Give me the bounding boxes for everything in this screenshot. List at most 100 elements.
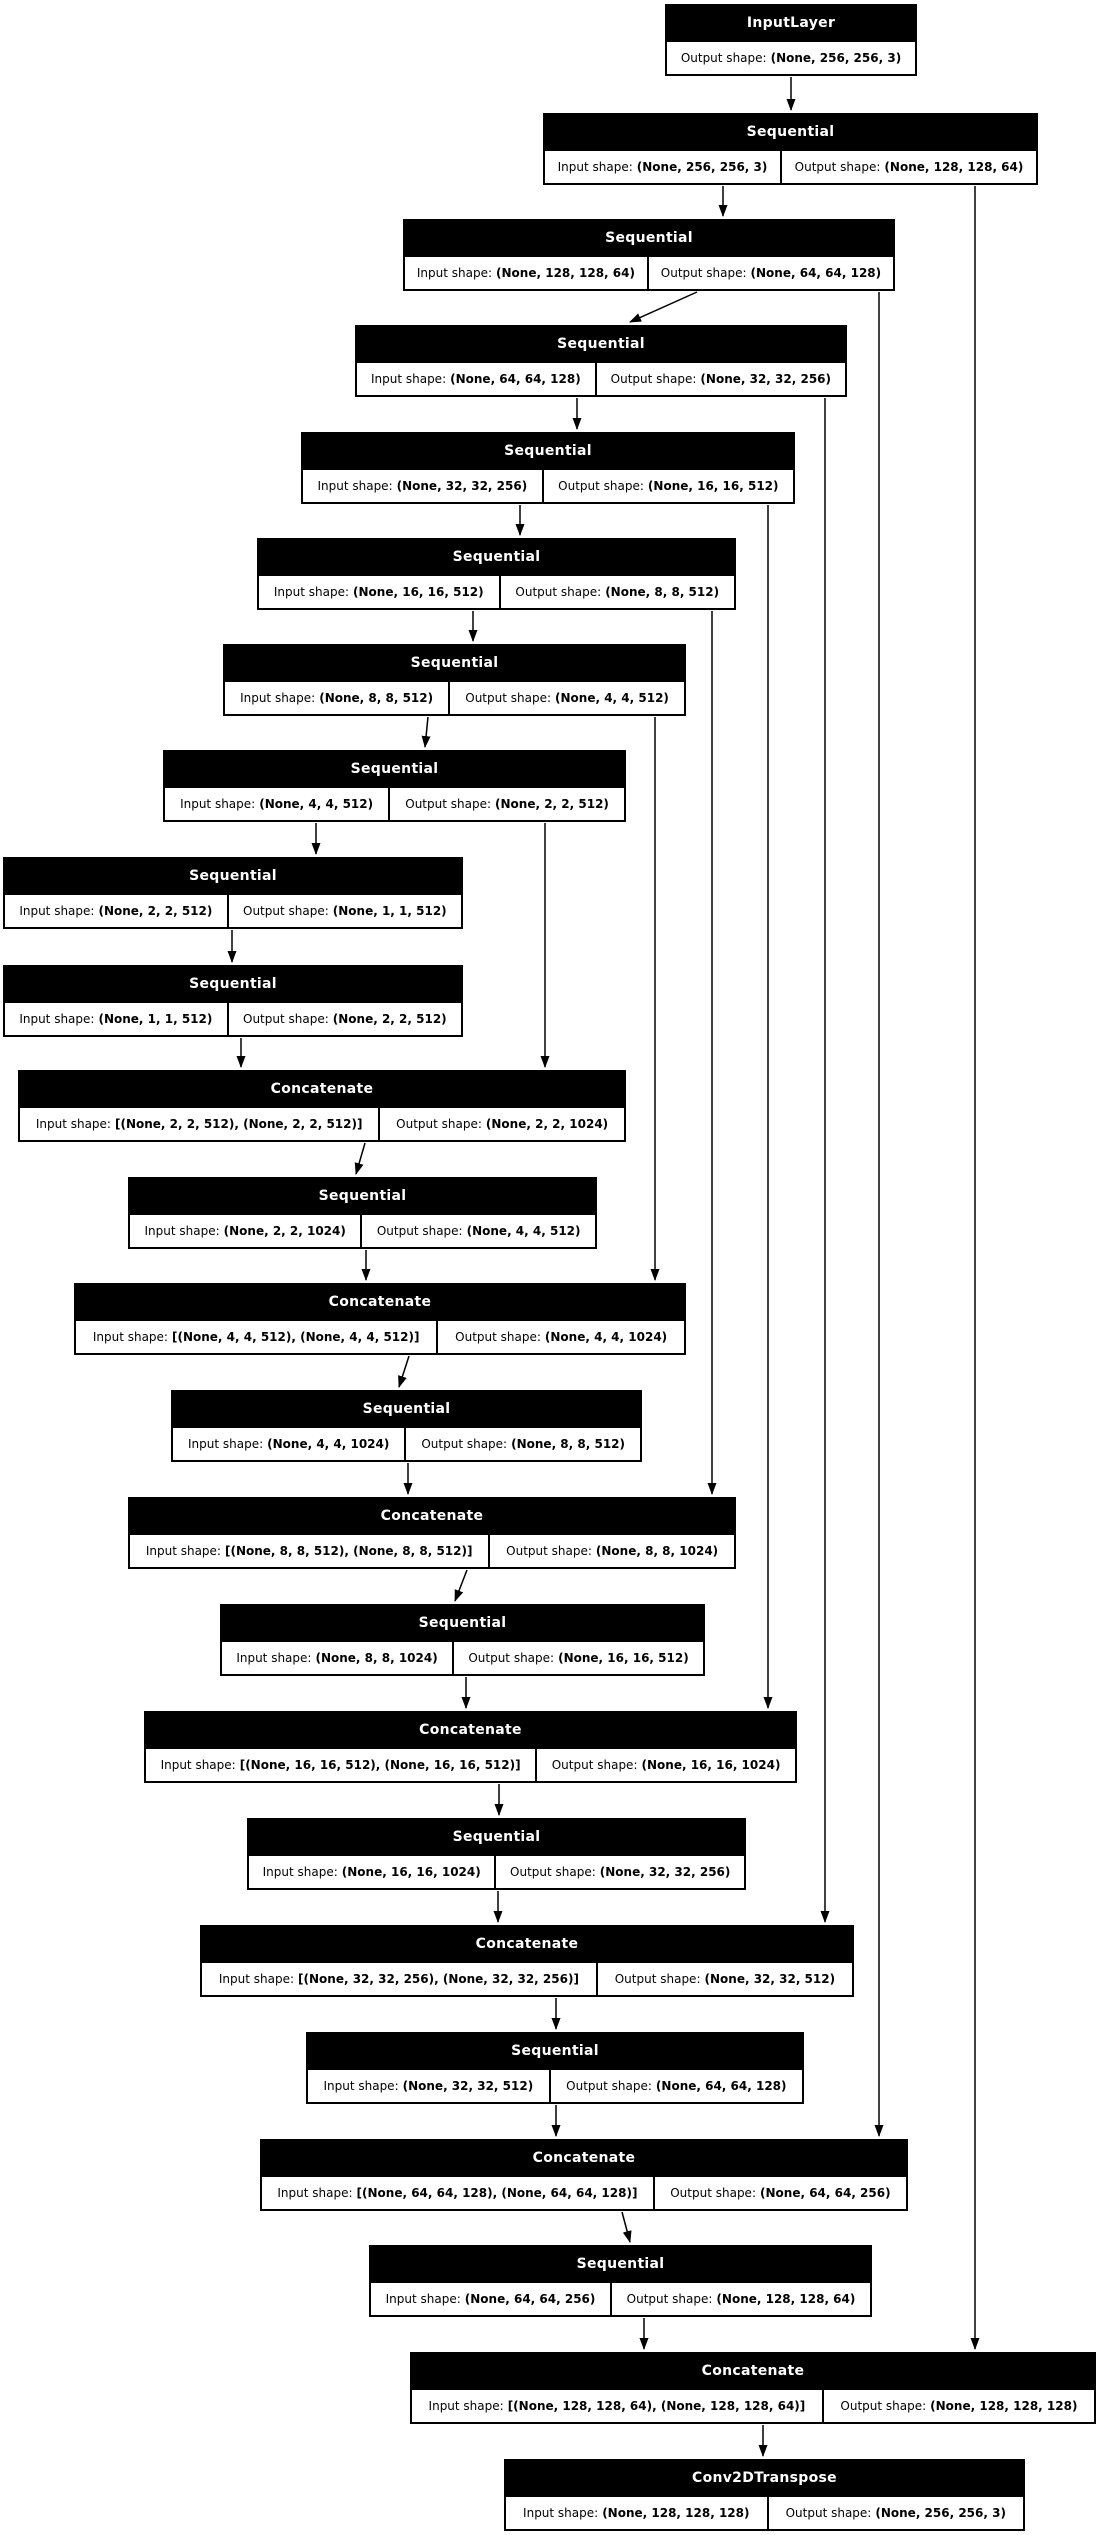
layer-title: Sequential <box>418 1615 507 1631</box>
shape-cells: Input shape:[(None, 2, 2, 512), (None, 2… <box>20 1106 624 1140</box>
layer-title: Sequential <box>511 2043 599 2059</box>
shape-value: (None, 16, 16, 1024) <box>341 1865 481 1879</box>
shape-value: (None, 8, 8, 1024) <box>315 1651 438 1665</box>
input-shape-cell: Input shape:(None, 1, 1, 512) <box>5 1003 227 1035</box>
shape-cells: Input shape:[(None, 128, 128, 64), (None… <box>412 2388 1094 2422</box>
shape-value: [(None, 4, 4, 512), (None, 4, 4, 512)] <box>171 1330 420 1344</box>
shape-value: (None, 128, 128, 64) <box>716 2292 856 2306</box>
input-shape-cell: Input shape:[(None, 2, 2, 512), (None, 2… <box>20 1108 379 1140</box>
shape-cells: Input shape:(None, 2, 2, 512) Output shap… <box>5 893 461 927</box>
layer-title: Concatenate <box>328 1294 432 1310</box>
shape-label: Output shape: <box>794 160 881 174</box>
shape-value: (None, 64, 64, 128) <box>655 2079 787 2093</box>
shape-label: Output shape: <box>610 372 697 386</box>
layer-title: Concatenate <box>419 1722 522 1738</box>
shape-label: Input shape: <box>35 1117 111 1131</box>
output-shape-cell: Output shape:(None, 16, 16, 512) <box>543 470 793 502</box>
layer-title: Sequential <box>189 976 277 992</box>
shape-cells: Input shape:(None, 4, 4, 1024)Output sha… <box>173 1426 640 1460</box>
shape-value: (None, 4, 4, 512) <box>466 1224 581 1238</box>
shape-label: Output shape: <box>243 904 329 918</box>
output-shape-cell: Output shape:(None, 8, 8, 1024) <box>490 1535 734 1567</box>
shape-cells: Input shape:[(None, 32, 32, 256), (None,… <box>202 1961 852 1995</box>
shape-label: Input shape: <box>19 904 95 918</box>
shape-label: Input shape: <box>416 266 493 280</box>
shape-cells: Input shape:[(None, 4, 4, 512), (None, 4… <box>76 1319 684 1353</box>
edge-n15-n16 <box>454 1569 468 1602</box>
input-shape-cell: Input shape:[(None, 64, 64, 128), (None,… <box>262 2177 653 2209</box>
shape-label: Input shape: <box>218 1972 295 1986</box>
shape-value: (None, 4, 4, 1024) <box>544 1330 668 1344</box>
shape-label: Input shape: <box>187 1437 264 1451</box>
shape-cells: Input shape:(None, 128, 128, 128)Output … <box>506 2495 1023 2529</box>
shape-value: (None, 128, 128, 64) <box>496 266 635 280</box>
output-shape-cell: Output shape:(None, 2, 2, 512) <box>228 1003 461 1035</box>
layer-title: Conv2DTranspose <box>692 2470 837 2486</box>
layer-title: Sequential <box>557 336 645 352</box>
shape-value: (None, 128, 128, 64) <box>884 160 1024 174</box>
layer-title: Sequential <box>452 549 541 565</box>
shape-cells: Output shape:(None, 256, 256, 3) <box>667 40 915 74</box>
input-shape-cell: Input shape:[(None, 4, 4, 512), (None, 4… <box>76 1321 437 1353</box>
shape-cells: Input shape:(None, 64, 64, 256)Output sh… <box>371 2281 870 2315</box>
shape-cells: Input shape:(None, 64, 64, 128)Output sh… <box>357 361 845 395</box>
layer-title: Sequential <box>576 2256 665 2272</box>
shape-label: Output shape: <box>506 1544 592 1558</box>
shape-value: [(None, 64, 64, 128), (None, 64, 64, 128… <box>356 2186 638 2200</box>
shape-label: Output shape: <box>405 797 492 811</box>
shape-label: Input shape: <box>385 2292 461 2306</box>
shape-cells: Input shape:(None, 2, 2, 1024)Output sha… <box>130 1213 595 1247</box>
output-shape-cell: Output shape:(None, 16, 16, 1024) <box>537 1749 795 1781</box>
output-shape-cell: Output shape:(None, 32, 32, 256) <box>596 363 845 395</box>
shape-value: (None, 32, 32, 256) <box>700 372 832 386</box>
shape-label: Input shape: <box>428 2399 504 2413</box>
layer-title: Sequential <box>350 761 439 777</box>
shape-value: [(None, 8, 8, 512), (None, 8, 8, 512)] <box>224 1544 473 1558</box>
layer-title: Concatenate <box>532 2150 636 2166</box>
layer-title: Sequential <box>504 443 592 459</box>
shape-label: Output shape: <box>660 266 747 280</box>
edge-n3-n4 <box>629 291 698 323</box>
shape-cells: Input shape:(None, 32, 32, 256)Output sh… <box>303 468 793 502</box>
shape-cells: Input shape:(None, 8, 8, 1024)Output sha… <box>222 1640 703 1674</box>
shape-label: Input shape: <box>160 1758 236 1772</box>
shape-label: Input shape: <box>323 2079 399 2093</box>
output-shape-cell: Output shape:(None, 256, 256, 3) <box>768 2497 1023 2529</box>
output-shape-cell: Output shape:(None, 8, 8, 512) <box>500 576 734 608</box>
input-shape-cell: Input shape:(None, 2, 2, 512) <box>5 895 227 927</box>
input-shape-cell: Input shape:[(None, 32, 32, 256), (None,… <box>202 1963 596 1995</box>
shape-cells: Input shape:[(None, 16, 16, 512), (None,… <box>146 1747 795 1781</box>
edge-n21-n22 <box>621 2211 632 2243</box>
shape-label: Input shape: <box>145 1544 221 1558</box>
shape-value: (None, 8, 8, 512) <box>319 691 434 705</box>
output-shape-cell: Output shape:(None, 64, 64, 128) <box>550 2070 802 2102</box>
shape-label: Input shape: <box>19 1012 95 1026</box>
shape-label: Output shape: <box>558 479 644 493</box>
shape-label: Output shape: <box>396 1117 482 1131</box>
shape-label: Input shape: <box>236 1651 312 1665</box>
shape-value: (None, 128, 128, 128) <box>930 2399 1078 2413</box>
output-shape-cell: Output shape:(None, 32, 32, 256) <box>496 1856 744 1888</box>
edge-n11-n12 <box>354 1142 366 1175</box>
shape-label: Input shape: <box>92 1330 168 1344</box>
shape-value: (None, 256, 256, 3) <box>875 2506 1006 2520</box>
input-shape-cell: Input shape:[(None, 8, 8, 512), (None, 8… <box>130 1535 489 1567</box>
shape-label: Input shape: <box>180 797 256 811</box>
shape-label: Output shape: <box>614 1972 701 1986</box>
output-shape-cell: Output shape:(None, 128, 128, 64) <box>782 151 1036 183</box>
shape-cells: Input shape:(None, 8, 8, 512)Output shap… <box>225 680 684 714</box>
input-shape-cell: Input shape:(None, 8, 8, 1024) <box>222 1642 453 1674</box>
output-shape-cell: Output shape:(None, 32, 32, 512) <box>597 1963 852 1995</box>
shape-value: (None, 64, 64, 256) <box>464 2292 596 2306</box>
layer-title: Concatenate <box>475 1936 579 1952</box>
input-shape-cell: Input shape:(None, 32, 32, 512) <box>308 2070 549 2102</box>
output-shape-cell: Output shape:(None, 4, 4, 512) <box>362 1215 595 1247</box>
